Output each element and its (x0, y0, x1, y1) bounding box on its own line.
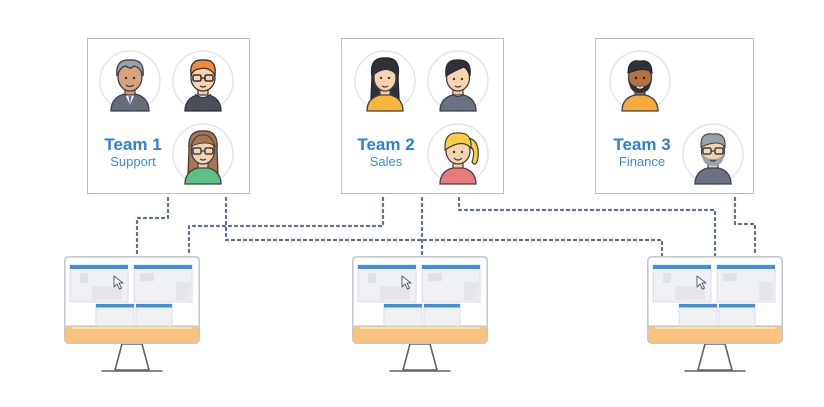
avatar-team1-grey-haired-man (99, 50, 161, 112)
avatar-team3-bearded-man (609, 50, 671, 112)
connector-team2-monitor3 (457, 196, 717, 258)
monitor-3 (646, 255, 784, 372)
avatar-team2-dark-haired-man (427, 50, 489, 112)
connector-team3-monitor3 (733, 196, 757, 258)
connector-team2-monitor1 (187, 196, 385, 258)
avatar-team2-dark-haired-woman (354, 50, 416, 112)
team-role: Support (110, 154, 156, 169)
team-role: Finance (618, 154, 666, 169)
monitor-2 (351, 255, 489, 372)
monitor-1 (63, 255, 201, 372)
avatar-team3-grey-bearded-man (682, 123, 744, 185)
connector-team1-monitor1 (135, 196, 170, 258)
avatar-team1-ginger-man (172, 50, 234, 112)
avatar-team1-woman-glasses (172, 123, 234, 185)
team-name: Team 3 (613, 135, 671, 154)
team-name: Team 1 (104, 135, 162, 154)
team-name: Team 2 (357, 135, 415, 154)
team-role: Sales (369, 154, 403, 169)
avatar-team2-blonde-woman (427, 123, 489, 185)
connector-team1-monitor3 (224, 196, 664, 258)
